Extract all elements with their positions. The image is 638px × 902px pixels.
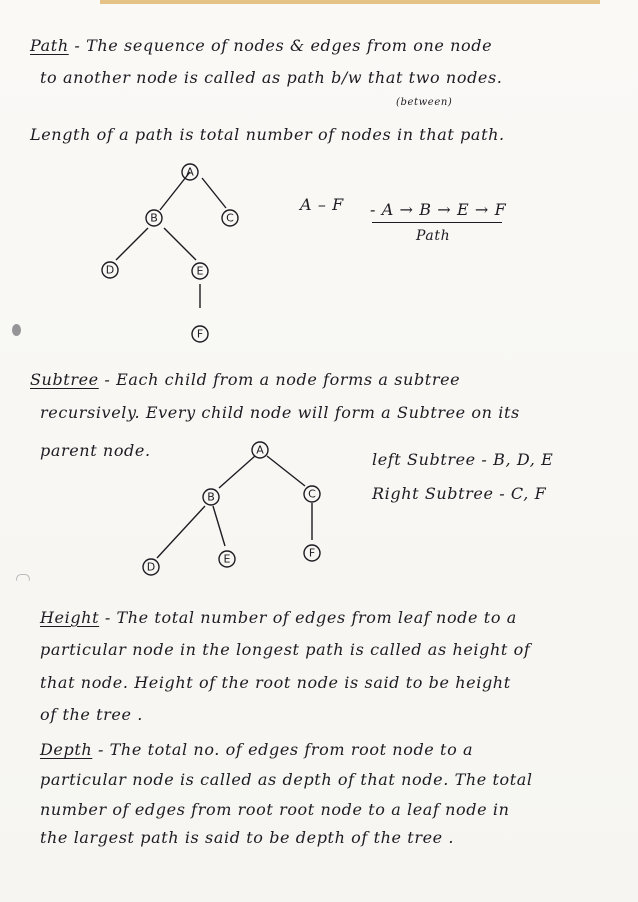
right-subtree-note: Right Subtree - C, F bbox=[372, 484, 547, 503]
path-heading-line: Path - The sequence of nodes & edges fro… bbox=[30, 36, 492, 55]
path-definition-line1: - The sequence of nodes & edges from one… bbox=[74, 36, 493, 55]
height-heading-line: Height - The total number of edges from … bbox=[40, 608, 517, 627]
tree2-node bbox=[303, 485, 321, 503]
tree2-node bbox=[218, 550, 236, 568]
tree2-node-label: B bbox=[207, 491, 215, 504]
height-term: Height bbox=[40, 608, 100, 627]
tree2-node bbox=[202, 488, 220, 506]
tree1-node-label: C bbox=[226, 212, 234, 225]
path-example-label: A – F bbox=[300, 195, 344, 214]
height-definition-line2: particular node in the longest path is c… bbox=[40, 640, 531, 659]
depth-definition-line1: - The total no. of edges from root node … bbox=[97, 740, 474, 759]
path-note: (between) bbox=[396, 97, 453, 108]
left-subtree-note: left Subtree - B, D, E bbox=[372, 450, 554, 469]
tree1-node bbox=[145, 209, 163, 227]
path-example-tree: A B C D E F bbox=[101, 163, 239, 343]
tree2-node bbox=[142, 558, 160, 576]
tree1-node-label: A bbox=[186, 166, 194, 179]
subtree-definition-line1: - Each child from a node forms a subtree bbox=[104, 370, 461, 389]
path-term: Path bbox=[30, 36, 69, 55]
tree1-node bbox=[191, 325, 209, 343]
tree2-node-label: F bbox=[309, 547, 315, 560]
path-example-caption: Path bbox=[416, 228, 451, 244]
depth-definition-line3: number of edges from root root node to a… bbox=[40, 800, 510, 819]
depth-term: Depth bbox=[40, 740, 93, 759]
path-example-sequence: - A → B → E → F bbox=[370, 200, 507, 219]
tree1-node-label: D bbox=[106, 264, 114, 277]
height-definition-line3: that node. Height of the root node is sa… bbox=[40, 673, 511, 692]
tree1-node bbox=[101, 261, 119, 279]
tree2-node-label: C bbox=[308, 488, 316, 501]
height-definition-line4: of the tree . bbox=[40, 705, 143, 724]
subtree-term: Subtree bbox=[30, 370, 99, 389]
subtree-heading-line: Subtree - Each child from a node forms a… bbox=[30, 370, 460, 389]
subtree-definition-line3: parent node. bbox=[40, 441, 151, 460]
depth-definition-line2: particular node is called as depth of th… bbox=[40, 770, 533, 789]
tree1-node bbox=[191, 262, 209, 280]
page-top-rule bbox=[100, 0, 600, 4]
tree1-node bbox=[221, 209, 239, 227]
height-definition-line1: - The total number of edges from leaf no… bbox=[104, 608, 517, 627]
tree2-node-label: E bbox=[224, 553, 231, 566]
tree1-node-label: B bbox=[150, 212, 158, 225]
path-example-rule bbox=[372, 222, 502, 223]
depth-definition-line4: the largest path is said to be depth of … bbox=[40, 828, 455, 847]
tree2-node bbox=[251, 441, 269, 459]
subtree-example-tree: A B C D E F bbox=[142, 441, 321, 576]
path-length-definition: Length of a path is total number of node… bbox=[30, 125, 505, 144]
page-mark bbox=[16, 574, 30, 581]
tree1-node-label: E bbox=[197, 265, 204, 278]
path-definition-line2: to another node is called as path b/w th… bbox=[40, 68, 503, 87]
tree2-node-label: D bbox=[147, 561, 155, 574]
tree1-node-label: F bbox=[197, 328, 203, 341]
binder-hole bbox=[12, 324, 21, 336]
tree2-node-label: A bbox=[256, 444, 264, 457]
depth-heading-line: Depth - The total no. of edges from root… bbox=[40, 740, 473, 759]
tree1-node bbox=[181, 163, 199, 181]
tree2-node bbox=[303, 544, 321, 562]
subtree-definition-line2: recursively. Every child node will form … bbox=[40, 403, 520, 422]
